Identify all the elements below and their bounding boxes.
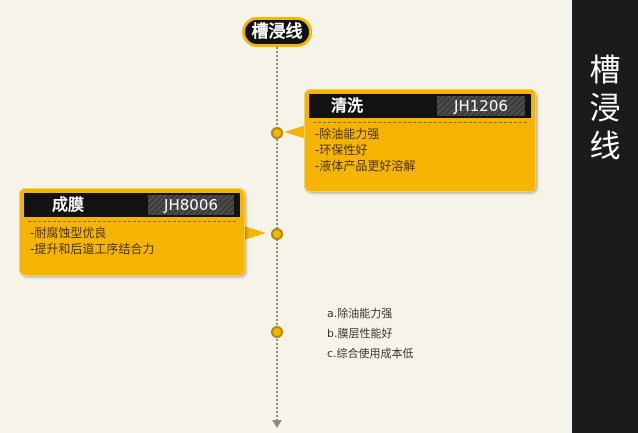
step-card-film: 成膜 JH8006 -耐腐蚀型优良 -提升和后道工序结合力 (20, 189, 244, 275)
card-divider (28, 221, 236, 222)
card-divider (313, 122, 527, 123)
timeline-arrow (272, 420, 282, 428)
step-name: 清洗 (331, 96, 364, 115)
sidebar-title-char: 浸 (589, 91, 621, 127)
feature-item: -环保性好 (315, 143, 368, 157)
feature-list: -除油能力强 -环保性好 -液体产品更好溶解 (315, 126, 415, 174)
summary-item: a.除油能力强 (327, 307, 393, 320)
callout-pointer (244, 226, 266, 240)
card-header: 成膜 JH8006 (24, 193, 240, 217)
sidebar: 槽 浸 线 (572, 0, 638, 433)
timeline-node-1 (271, 127, 283, 139)
summary-notes: a.除油能力强 b.膜层性能好 c.综合使用成本低 (327, 304, 414, 364)
timeline-node-2 (271, 228, 283, 240)
callout-pointer (284, 125, 306, 139)
sidebar-title: 槽 浸 线 (572, 52, 638, 166)
feature-item: -耐腐蚀型优良 (30, 226, 107, 240)
feature-list: -耐腐蚀型优良 -提升和后道工序结合力 (30, 225, 154, 257)
step-name: 成膜 (52, 195, 85, 214)
card-header: 清洗 JH1206 (309, 94, 531, 118)
step-code: JH1206 (437, 96, 525, 116)
timeline-node-3 (271, 326, 283, 338)
feature-item: -除油能力强 (315, 127, 380, 141)
sidebar-title-char: 槽 (589, 53, 621, 89)
step-code: JH8006 (148, 195, 234, 215)
summary-item: b.膜层性能好 (327, 327, 393, 340)
sidebar-title-char: 线 (589, 129, 621, 165)
summary-item: c.综合使用成本低 (327, 347, 414, 360)
step-card-cleaning: 清洗 JH1206 -除油能力强 -环保性好 -液体产品更好溶解 (305, 90, 535, 191)
diagram-title: 槽浸线 (242, 17, 312, 47)
feature-item: -提升和后道工序结合力 (30, 242, 155, 256)
feature-item: -液体产品更好溶解 (315, 159, 416, 173)
